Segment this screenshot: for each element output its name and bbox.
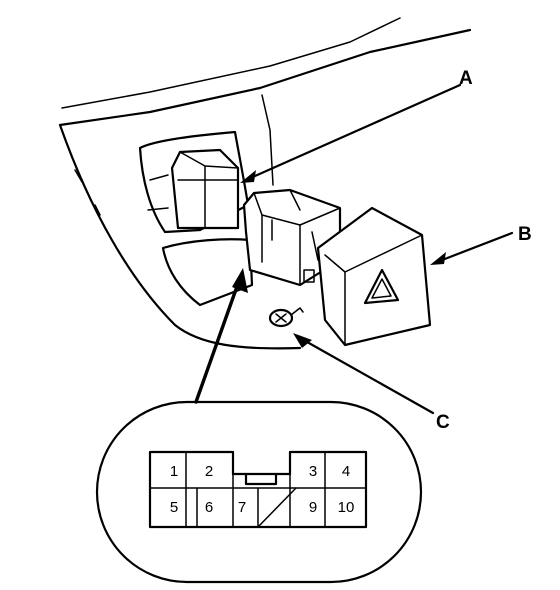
connector-pin-9: 9 — [309, 499, 317, 516]
connector-pin-7: 7 — [238, 499, 246, 516]
connector-pin-3: 3 — [309, 463, 317, 480]
part-b-hazard-switch — [242, 188, 432, 347]
callout-label-c: C — [436, 412, 450, 433]
connector-detail-outline — [95, 400, 423, 584]
connector-pin-5: 5 — [170, 499, 178, 516]
callout-label-b: B — [518, 224, 532, 245]
connector-pin-2: 2 — [205, 463, 213, 480]
callout-label-a: A — [459, 68, 473, 89]
connector-detail: 1 2 3 4 5 6 7 9 10 — [95, 400, 423, 584]
arrowhead-a — [240, 170, 256, 183]
connector-pin-6: 6 — [205, 499, 213, 516]
connector-pin-10: 10 — [338, 499, 355, 516]
callout-leader-lines — [194, 83, 514, 415]
part-c-screw — [268, 307, 304, 328]
connector-pin-1: 1 — [170, 463, 178, 480]
part-a-plug — [170, 148, 240, 230]
callout-labels: A B C — [436, 68, 532, 433]
connector-pin-4: 4 — [342, 463, 350, 480]
arrowhead-connector — [232, 268, 248, 293]
arrowhead-b — [430, 252, 446, 265]
arrowhead-c — [293, 333, 312, 348]
